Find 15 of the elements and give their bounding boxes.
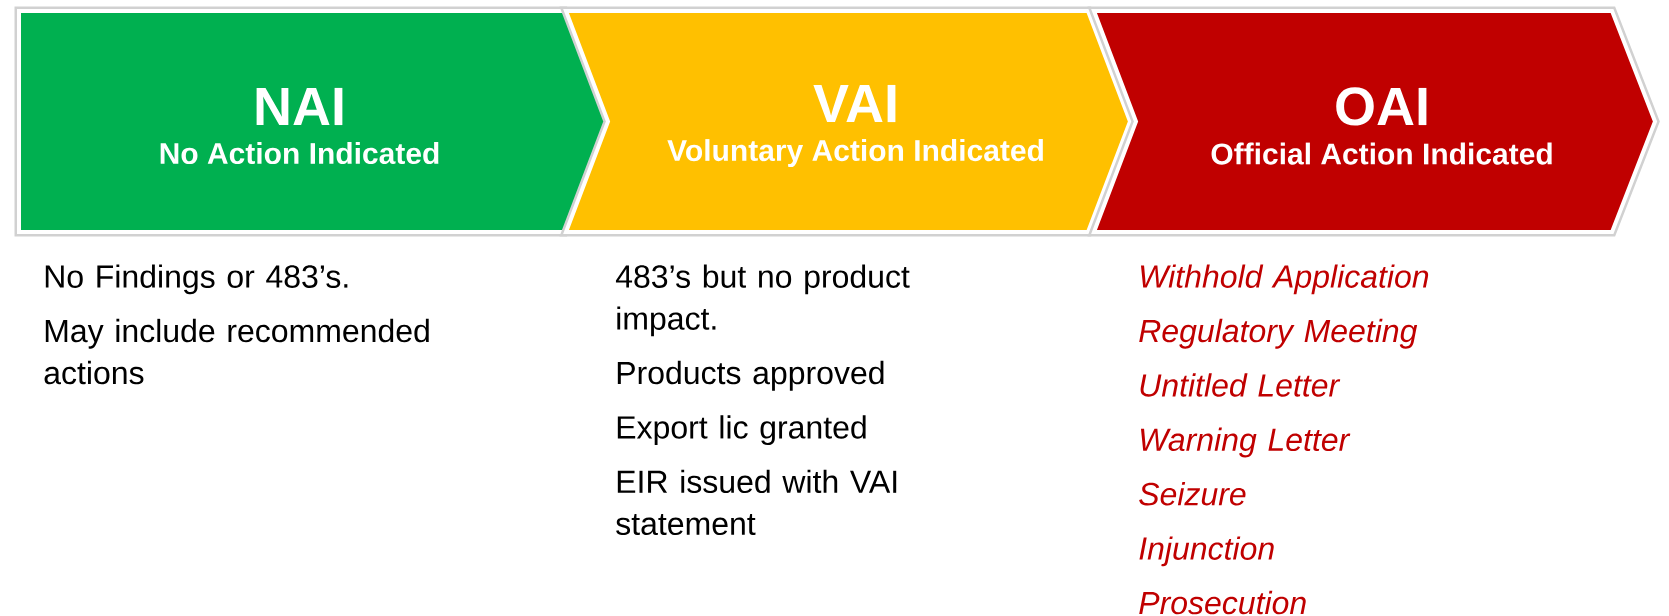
- note-text: Prosecution: [1139, 590, 1306, 615]
- process-step: VAI Voluntary Action Indicated: [559, 6, 1135, 237]
- process-step: OAI Official Action Indicated: [1087, 6, 1660, 237]
- note-text: Seizure: [1139, 482, 1246, 506]
- note-text: No Findings or 483’s.: [45, 264, 348, 295]
- note-text: Withhold Application: [1141, 264, 1429, 295]
- note-text: Injunction: [1139, 536, 1274, 567]
- note-text: EIR issued with VAI statement: [616, 469, 897, 536]
- note-text: Untitled Letter: [1140, 373, 1341, 397]
- note-text: Products approved: [617, 360, 884, 391]
- note-text: May include recommended actions: [44, 318, 429, 385]
- note-text: Export lic granted: [617, 415, 866, 446]
- note-text: Regulatory Meeting: [1139, 318, 1418, 349]
- note-text: Warning Letter: [1141, 427, 1351, 458]
- note-text: 483’s but no product impact.: [615, 264, 910, 337]
